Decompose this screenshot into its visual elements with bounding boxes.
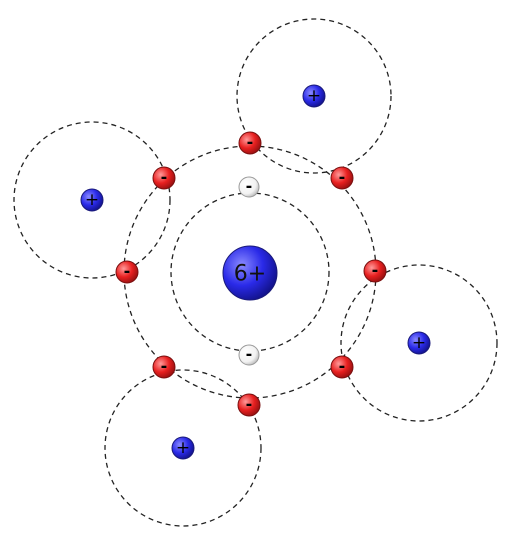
electron-sign: - (246, 177, 253, 196)
proton-circle (302, 84, 326, 108)
shared-electron-7: - (152, 355, 176, 379)
inner-electron-top: - (238, 176, 260, 198)
shared-electron-3: - (152, 166, 176, 190)
electron-circle (152, 355, 176, 379)
satellite-protons: + + + + (80, 84, 431, 460)
electron-circle (238, 131, 262, 155)
electron-circle (330, 355, 354, 379)
inner-electron-bottom: - (238, 344, 260, 366)
proton-top: + (302, 84, 326, 108)
proton-circle (80, 188, 104, 212)
electron-sign: - (372, 261, 379, 280)
electron-circle (115, 260, 139, 284)
nucleus-label: 6+ (234, 262, 266, 287)
satellite-orbit-right (340, 264, 498, 422)
nucleus: 6+ (222, 245, 278, 301)
proton-sign: + (412, 333, 426, 353)
shared-electron-6: - (330, 355, 354, 379)
shared-electron-5: - (363, 259, 387, 283)
electron-circle (363, 259, 387, 283)
electron-circle (238, 176, 260, 198)
electron-sign: - (161, 357, 168, 376)
shared-electron-4: - (115, 260, 139, 284)
electron-sign: - (161, 168, 168, 187)
electron-sign: - (339, 357, 346, 376)
outer-shell-electrons: - - - - - - - - (115, 131, 387, 417)
proton-left: + (80, 188, 104, 212)
proton-sign: + (85, 190, 99, 210)
proton-sign: + (307, 86, 321, 106)
shared-electron-1: - (238, 131, 262, 155)
electron-sign: - (246, 395, 253, 414)
electron-sign: - (339, 168, 346, 187)
shared-electron-2: - (330, 166, 354, 190)
nucleus-circle (222, 245, 278, 301)
electron-circle (152, 166, 176, 190)
shared-electron-8: - (237, 393, 261, 417)
proton-sign: + (176, 438, 190, 458)
electron-circle (237, 393, 261, 417)
electron-sign: - (124, 262, 131, 281)
inner-shell-electrons: - - (238, 176, 260, 366)
electron-sign: - (246, 345, 253, 364)
satellite-orbit-left (13, 121, 171, 279)
proton-circle (171, 436, 195, 460)
electron-circle (238, 344, 260, 366)
proton-right: + (407, 331, 431, 355)
electron-sign: - (247, 133, 254, 152)
proton-bottom: + (171, 436, 195, 460)
proton-circle (407, 331, 431, 355)
electron-circle (330, 166, 354, 190)
satellite-orbit-top (236, 18, 392, 174)
satellite-orbit-bottom (104, 369, 262, 527)
